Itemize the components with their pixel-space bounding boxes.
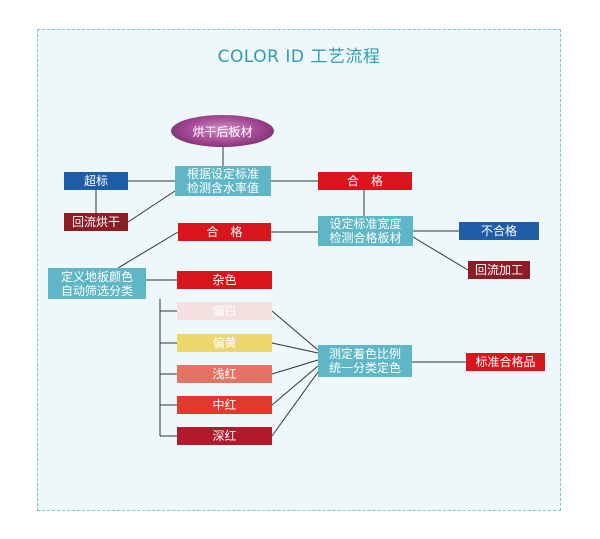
- color-light-red-node: 浅红: [177, 365, 272, 383]
- color-yellowish-node: 偏黄: [177, 334, 272, 352]
- pass-node-1: 合格: [318, 172, 412, 190]
- measure-ratio-node: 测定着色比例 统一分类定色: [318, 345, 412, 377]
- standard-product-node: 标准合格品: [466, 353, 545, 371]
- diagram-title: COLOR ID 工艺流程: [217, 47, 381, 67]
- check-moisture-node: 根据设定标准 检测含水率值: [175, 166, 271, 196]
- re-dry-node: 回流烘干: [64, 213, 128, 231]
- oven-dried-board-node: 烘干后板材: [171, 115, 274, 147]
- define-color-node: 定义地板颜色 自动筛选分类: [48, 268, 146, 299]
- check-width-node: 设定标准宽度 检测合格板材: [318, 216, 413, 246]
- fail-node: 不合格: [459, 222, 539, 240]
- color-whitish-node: 偏白: [177, 302, 272, 320]
- color-mixed-node: 杂色: [177, 271, 272, 289]
- color-mid-red-node: 中红: [177, 396, 272, 414]
- pass-node-2: 合格: [178, 223, 271, 241]
- over-limit-node: 超标: [64, 172, 128, 190]
- color-dark-red-node: 深红: [177, 427, 272, 445]
- rework-node: 回流加工: [468, 261, 530, 279]
